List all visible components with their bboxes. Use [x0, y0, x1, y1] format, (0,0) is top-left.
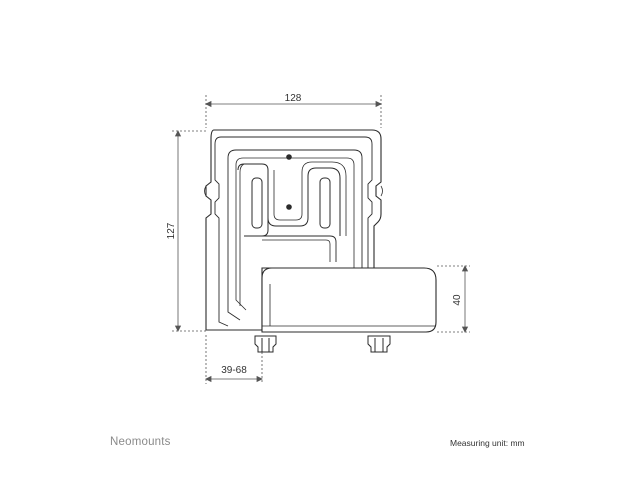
bottom-screw-hole — [286, 204, 292, 210]
shelf-height-dimension — [437, 265, 470, 333]
depth-dimension — [205, 335, 263, 384]
top-screw-hole — [286, 154, 292, 160]
shelf-height-label: 40 — [452, 294, 463, 306]
measuring-unit-note: Measuring unit: mm — [450, 438, 525, 448]
screw-holes — [286, 154, 292, 210]
brand-name: Neomounts — [110, 436, 171, 448]
left-slot — [237, 163, 269, 306]
right-foot-clip — [367, 335, 391, 353]
left-foot-clip — [254, 335, 277, 353]
height-dimension — [172, 130, 206, 332]
shelf — [261, 235, 437, 333]
height-label: 127 — [166, 222, 177, 239]
width-dimension — [205, 95, 382, 128]
depth-label: 39-68 — [221, 365, 247, 376]
center-channel — [267, 161, 347, 236]
wall-plate — [204, 129, 383, 331]
width-label: 128 — [285, 93, 302, 104]
